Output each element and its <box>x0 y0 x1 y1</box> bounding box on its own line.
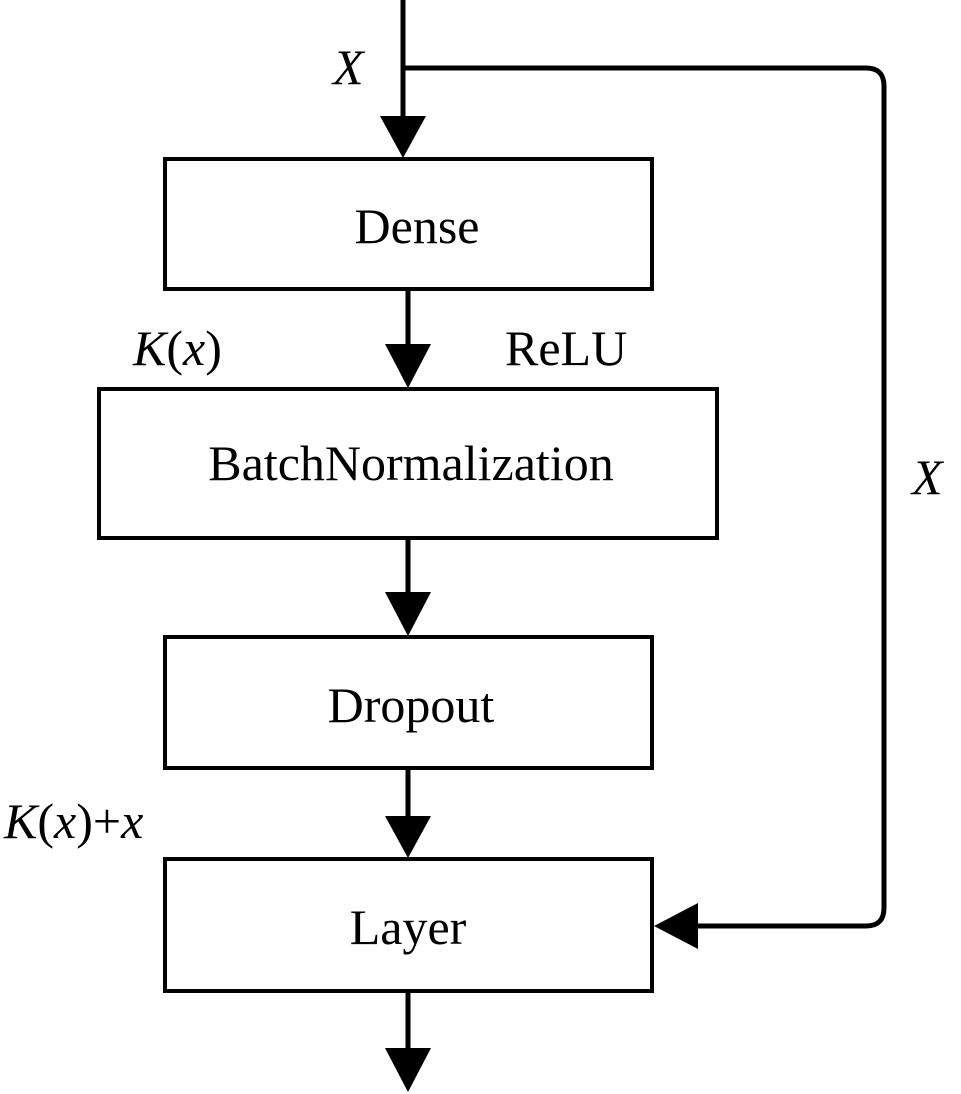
dropout-label: Dropout <box>328 677 495 733</box>
kxpx-x: x <box>53 793 76 849</box>
relu-label: ReLU <box>505 320 627 376</box>
kxpx-plus: + <box>93 793 121 849</box>
kx-label: K(x) <box>132 320 222 376</box>
output-arrow-icon <box>385 1048 431 1092</box>
layer-label: Layer <box>350 899 467 955</box>
kxpx-close-paren: ) <box>76 793 93 849</box>
arrow-into-layer-icon <box>385 816 431 858</box>
arrow-into-dropout-icon <box>385 592 431 636</box>
kxpx-x2: x <box>120 793 143 849</box>
skip-x-label: X <box>910 449 945 505</box>
arrow-into-bn-icon <box>385 344 431 388</box>
dropout-block <box>163 635 654 770</box>
batch-normalization-block <box>97 387 719 540</box>
kx-plus-x-label: K(x)+x <box>3 793 143 849</box>
arrow-into-layer-side-icon <box>654 903 698 949</box>
kxpx-k: K <box>3 793 40 849</box>
dense-label: Dense <box>355 198 480 254</box>
input-x-label: X <box>331 39 366 95</box>
arrow-into-dense-icon <box>380 116 426 158</box>
skip-connection-line <box>403 65 887 929</box>
batch-normalization-label: BatchNormalization <box>208 435 613 491</box>
layer-block <box>163 857 654 993</box>
kx-close-paren: ) <box>205 320 222 376</box>
kx-open-paren: ( <box>166 320 183 376</box>
kxpx-open-paren: ( <box>37 793 54 849</box>
kx-k: K <box>132 320 169 376</box>
dense-block <box>163 157 654 291</box>
kx-x: x <box>182 320 205 376</box>
